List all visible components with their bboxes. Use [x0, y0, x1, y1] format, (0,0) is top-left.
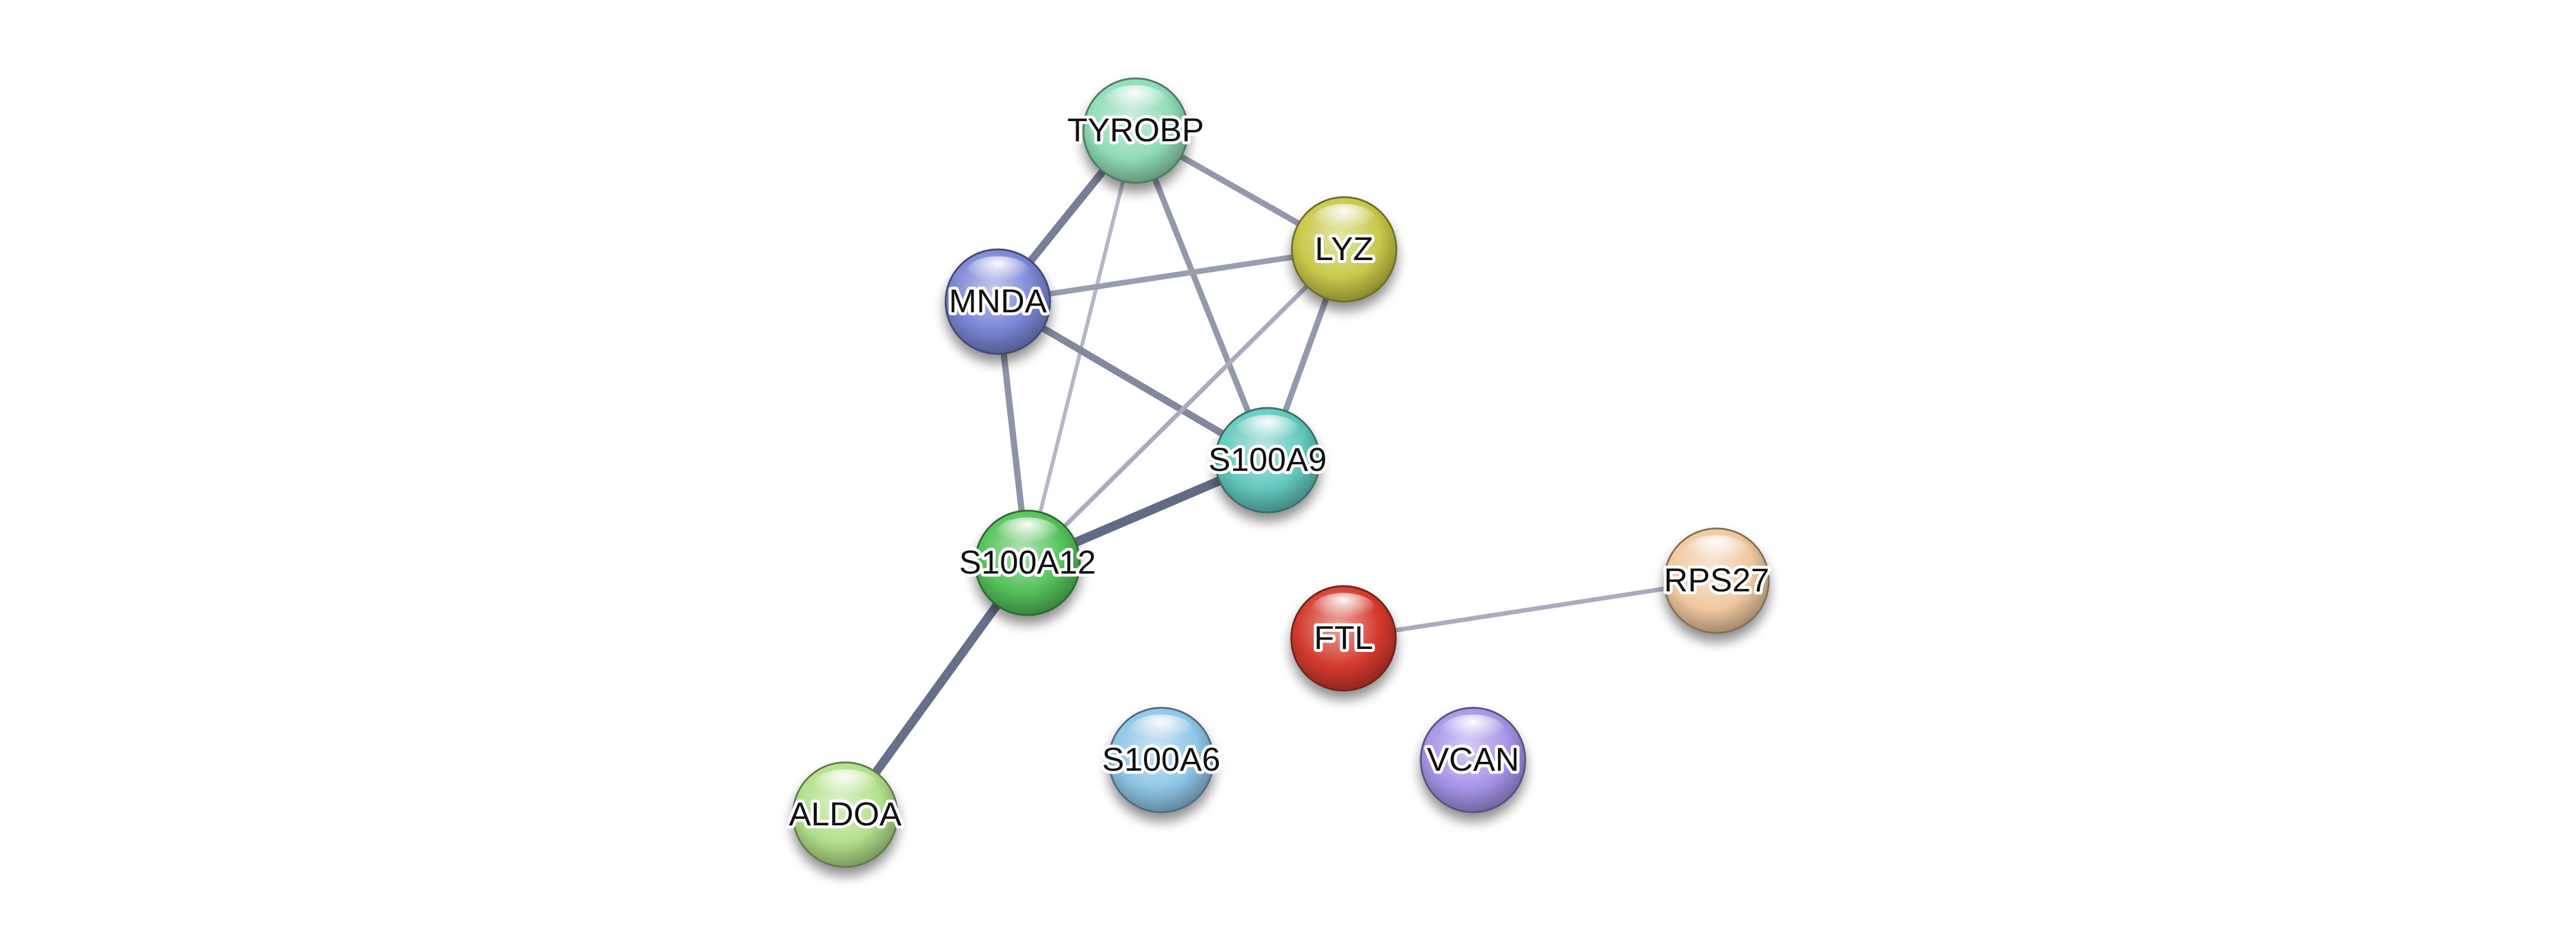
node-mnda[interactable]: MNDA: [944, 248, 1051, 355]
node-tyrobp[interactable]: TYROBP: [1064, 77, 1207, 184]
edge-tyrobp-s100a12: [1025, 128, 1138, 565]
node-label: S100A6: [1102, 740, 1220, 778]
node-label: FTL: [1314, 619, 1373, 656]
node-s100a12[interactable]: S100A12: [956, 509, 1099, 616]
node-s100a6[interactable]: S100A6: [1099, 707, 1224, 813]
edge-mnda-lyz: [995, 246, 1347, 305]
node-label: VCAN: [1427, 740, 1519, 778]
edge-tyrobp-s100a9: [1133, 128, 1270, 463]
node-gloss: [1235, 414, 1300, 448]
edge-ftl-rps27: [1341, 578, 1719, 641]
node-rps27[interactable]: RPS27: [1661, 527, 1772, 634]
node-lyz[interactable]: LYZ: [1291, 196, 1398, 303]
node-gloss: [1684, 535, 1749, 569]
node-gloss: [995, 517, 1060, 551]
node-label: RPS27: [1664, 561, 1769, 599]
node-ftl[interactable]: FTL: [1290, 585, 1397, 692]
node-gloss: [813, 769, 878, 803]
node-label: S100A12: [959, 543, 1096, 581]
node-label: LYZ: [1315, 230, 1374, 267]
node-gloss: [965, 256, 1031, 290]
node-label: ALDOA: [789, 795, 902, 832]
node-vcan[interactable]: VCAN: [1420, 707, 1526, 813]
node-gloss: [1311, 204, 1377, 238]
node-gloss: [1440, 714, 1506, 748]
node-gloss: [1103, 85, 1168, 119]
node-gloss: [1129, 714, 1194, 748]
edge-lyz-s100a12: [1025, 247, 1347, 565]
node-label: S100A9: [1208, 441, 1326, 478]
node-label: MNDA: [949, 282, 1048, 319]
node-aldoa[interactable]: ALDOA: [786, 761, 905, 868]
node-label: TYROBP: [1067, 111, 1204, 148]
node-gloss: [1311, 593, 1376, 626]
node-s100a9[interactable]: S100A9: [1205, 407, 1330, 514]
